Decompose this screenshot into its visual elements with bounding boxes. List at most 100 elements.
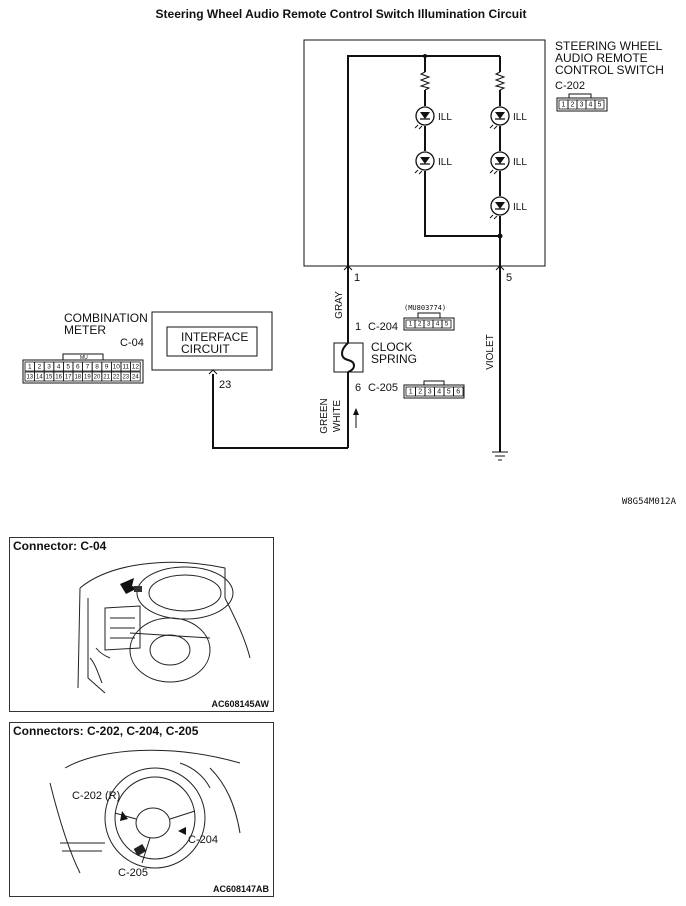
connectors-c202-c204-c205-photo-panel: Connectors: C-202, C-204, C-205 C-202 (R…	[9, 722, 274, 897]
pin-number: 6	[456, 389, 460, 396]
connector-c04-photo-panel: Connector: C-04 AC608145AW	[9, 537, 274, 712]
led-ill-label: ILL	[513, 202, 527, 213]
pin-number: 1	[409, 321, 413, 328]
pin-number: 1	[409, 389, 413, 396]
wire-label-white: WHITE	[332, 400, 343, 433]
pin-number: 5	[598, 102, 602, 109]
pin-number: 11	[122, 364, 129, 371]
led-ill-label: ILL	[438, 157, 452, 168]
pin-number: 22	[113, 375, 120, 381]
pin-number: 12	[132, 364, 140, 371]
pin-number: 21	[103, 375, 110, 381]
pin-number: 24	[132, 375, 139, 381]
pin-number: 2	[38, 364, 42, 371]
connector-c204-label: C-204	[368, 321, 398, 333]
swarc-connector-id: C-202	[555, 80, 585, 92]
callout-c202: C-202 (R)	[72, 790, 120, 802]
pin-number: 3	[428, 389, 432, 396]
pin-number: 3	[580, 102, 584, 109]
c204-part-number: (MU803774)	[404, 304, 446, 312]
pin-number: 10	[113, 364, 121, 371]
pin-marker-23	[208, 369, 218, 375]
pin-number: 18	[74, 375, 81, 381]
clock-spring-name-2: SPRING	[371, 352, 417, 366]
led-icon: ILL	[414, 151, 452, 175]
pin-number: 2	[418, 389, 422, 396]
swarc-label: STEERING WHEEL AUDIO REMOTE CONTROL SWIT…	[555, 39, 664, 92]
swarc-box	[303, 39, 546, 267]
pin-cell	[594, 99, 605, 110]
swarc-internal-wiring	[347, 55, 501, 266]
pin-number: 15	[46, 375, 53, 381]
clock-spring: CLOCK SPRING	[333, 340, 417, 373]
interface-line-1: INTERFACE	[181, 330, 248, 344]
pin-number: 4	[437, 389, 441, 396]
pin-number: 5	[445, 321, 449, 328]
steering-wheel-illustration: C-202 (R) C-204 C-205	[49, 749, 241, 879]
swarc-name-line-2: AUDIO REMOTE	[555, 51, 648, 65]
meter-name-line-2: METER	[64, 323, 106, 337]
pin-number: 3	[427, 321, 431, 328]
pin-number: 1	[562, 102, 566, 109]
clock-spring-lower-pin: 6	[355, 382, 361, 394]
led-icon: ILL	[489, 196, 527, 220]
pin-number: 2	[418, 321, 422, 328]
led-ill-label: ILL	[513, 112, 527, 123]
dashboard-illustration	[77, 561, 251, 694]
pin-number: 4	[436, 321, 440, 328]
swarc-name-line-3: CONTROL SWITCH	[555, 63, 664, 77]
panel-c04-image-id: AC608145AW	[211, 699, 269, 709]
pin-number: 4	[589, 102, 593, 109]
wire-label-violet: VIOLET	[485, 334, 496, 370]
pin-number: 5	[66, 364, 70, 371]
swarc-name-line-1: STEERING WHEEL	[555, 39, 663, 53]
pin-number: 6	[76, 364, 80, 371]
pin-number: 16	[55, 375, 62, 381]
callout-arrow-c204-icon	[178, 827, 186, 835]
junction-dot-top	[423, 54, 427, 58]
pin-number: 1	[28, 364, 32, 371]
panel-c04-title: Connector: C-04	[13, 539, 107, 553]
c04-mu-tag: MU	[80, 355, 88, 361]
callout-c204: C-204	[188, 834, 218, 846]
pin-cell	[441, 319, 452, 329]
wire-to-meter	[212, 374, 348, 449]
pin-number: 4	[57, 364, 61, 371]
pin-cell	[130, 361, 141, 372]
resistor-right	[494, 71, 506, 91]
callout-arrow-icon	[120, 578, 138, 594]
meter-name-line-1: COMBINATION	[64, 311, 148, 325]
pin-cell	[453, 386, 464, 397]
resistor-left	[419, 71, 431, 91]
wire-label-green: GREEN	[319, 398, 330, 434]
pin-number: 19	[84, 375, 91, 381]
clock-spring-name-1: CLOCK	[371, 340, 412, 354]
pin-number: 20	[94, 375, 101, 381]
pin-number: 13	[26, 375, 33, 381]
pin-number: 2	[571, 102, 575, 109]
current-direction-arrow	[353, 408, 359, 428]
panel-c202-title: Connectors: C-202, C-204, C-205	[13, 724, 199, 738]
connector-c205-label: C-205	[368, 382, 398, 394]
junction-dot	[497, 233, 503, 239]
led-icon: ILL	[489, 151, 527, 175]
ground-icon	[492, 451, 508, 461]
diagram-code: W8G54M012A	[622, 497, 677, 507]
swarc-pin-1: 1	[354, 272, 360, 284]
led-icon: ILL	[414, 106, 452, 130]
callout-arrow-c202-icon	[120, 811, 128, 821]
pin-number: 7	[86, 364, 90, 371]
meter-pin-23: 23	[219, 379, 231, 391]
pin-number: 23	[122, 375, 129, 381]
pin-number: 9	[105, 364, 109, 371]
pin-cell	[130, 371, 141, 382]
pin-number: 5	[447, 389, 451, 396]
led-ill-label: ILL	[438, 112, 452, 123]
callout-c205: C-205	[118, 867, 148, 879]
interface-line-2: CIRCUIT	[181, 342, 230, 356]
combination-meter: COMBINATION METER C-04 INTERFACE CIRCUIT…	[64, 311, 273, 391]
